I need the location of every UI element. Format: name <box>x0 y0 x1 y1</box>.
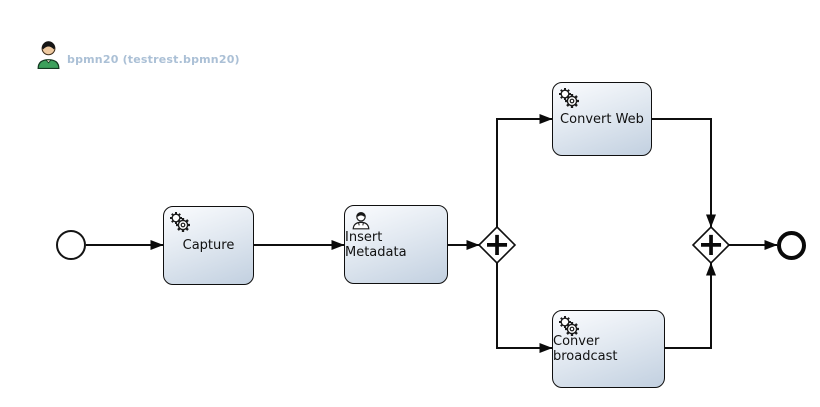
plus-icon: + <box>483 224 511 263</box>
parallel-gateway-join[interactable]: + <box>689 223 733 267</box>
task-convert-web[interactable]: Convert Web <box>552 82 652 156</box>
flow-fork-to-broadcast <box>496 263 553 353</box>
service-gears-icon <box>559 88 579 108</box>
process-header: bpmn20 (testrest.bpmn20) <box>36 38 240 69</box>
user-task-icon <box>352 212 370 230</box>
flow-convertweb-to-join <box>652 118 716 228</box>
user-avatar-icon <box>37 41 60 69</box>
task-label: Conver broadcast <box>553 334 618 364</box>
process-name-label[interactable]: bpmn20 (testrest.bpmn20) <box>67 53 240 66</box>
task-label: Insert Metadata <box>345 229 407 260</box>
flow-broadcast-to-join <box>665 262 716 349</box>
plus-icon: + <box>697 224 725 263</box>
service-gears-icon <box>559 316 579 336</box>
task-label: Convert Web <box>560 111 644 127</box>
task-insert-metadata[interactable]: Insert Metadata <box>344 205 448 284</box>
start-event[interactable] <box>56 230 86 260</box>
task-conver-broadcast[interactable]: Conver broadcast <box>552 310 665 388</box>
gateway-diamond <box>477 225 517 265</box>
flow-fork-to-convertweb <box>496 114 553 227</box>
service-gears-icon <box>170 212 190 232</box>
end-event[interactable] <box>777 231 806 260</box>
task-label: Capture <box>182 238 235 253</box>
task-capture[interactable]: Capture <box>163 206 254 285</box>
parallel-gateway-fork[interactable]: + <box>475 223 519 267</box>
